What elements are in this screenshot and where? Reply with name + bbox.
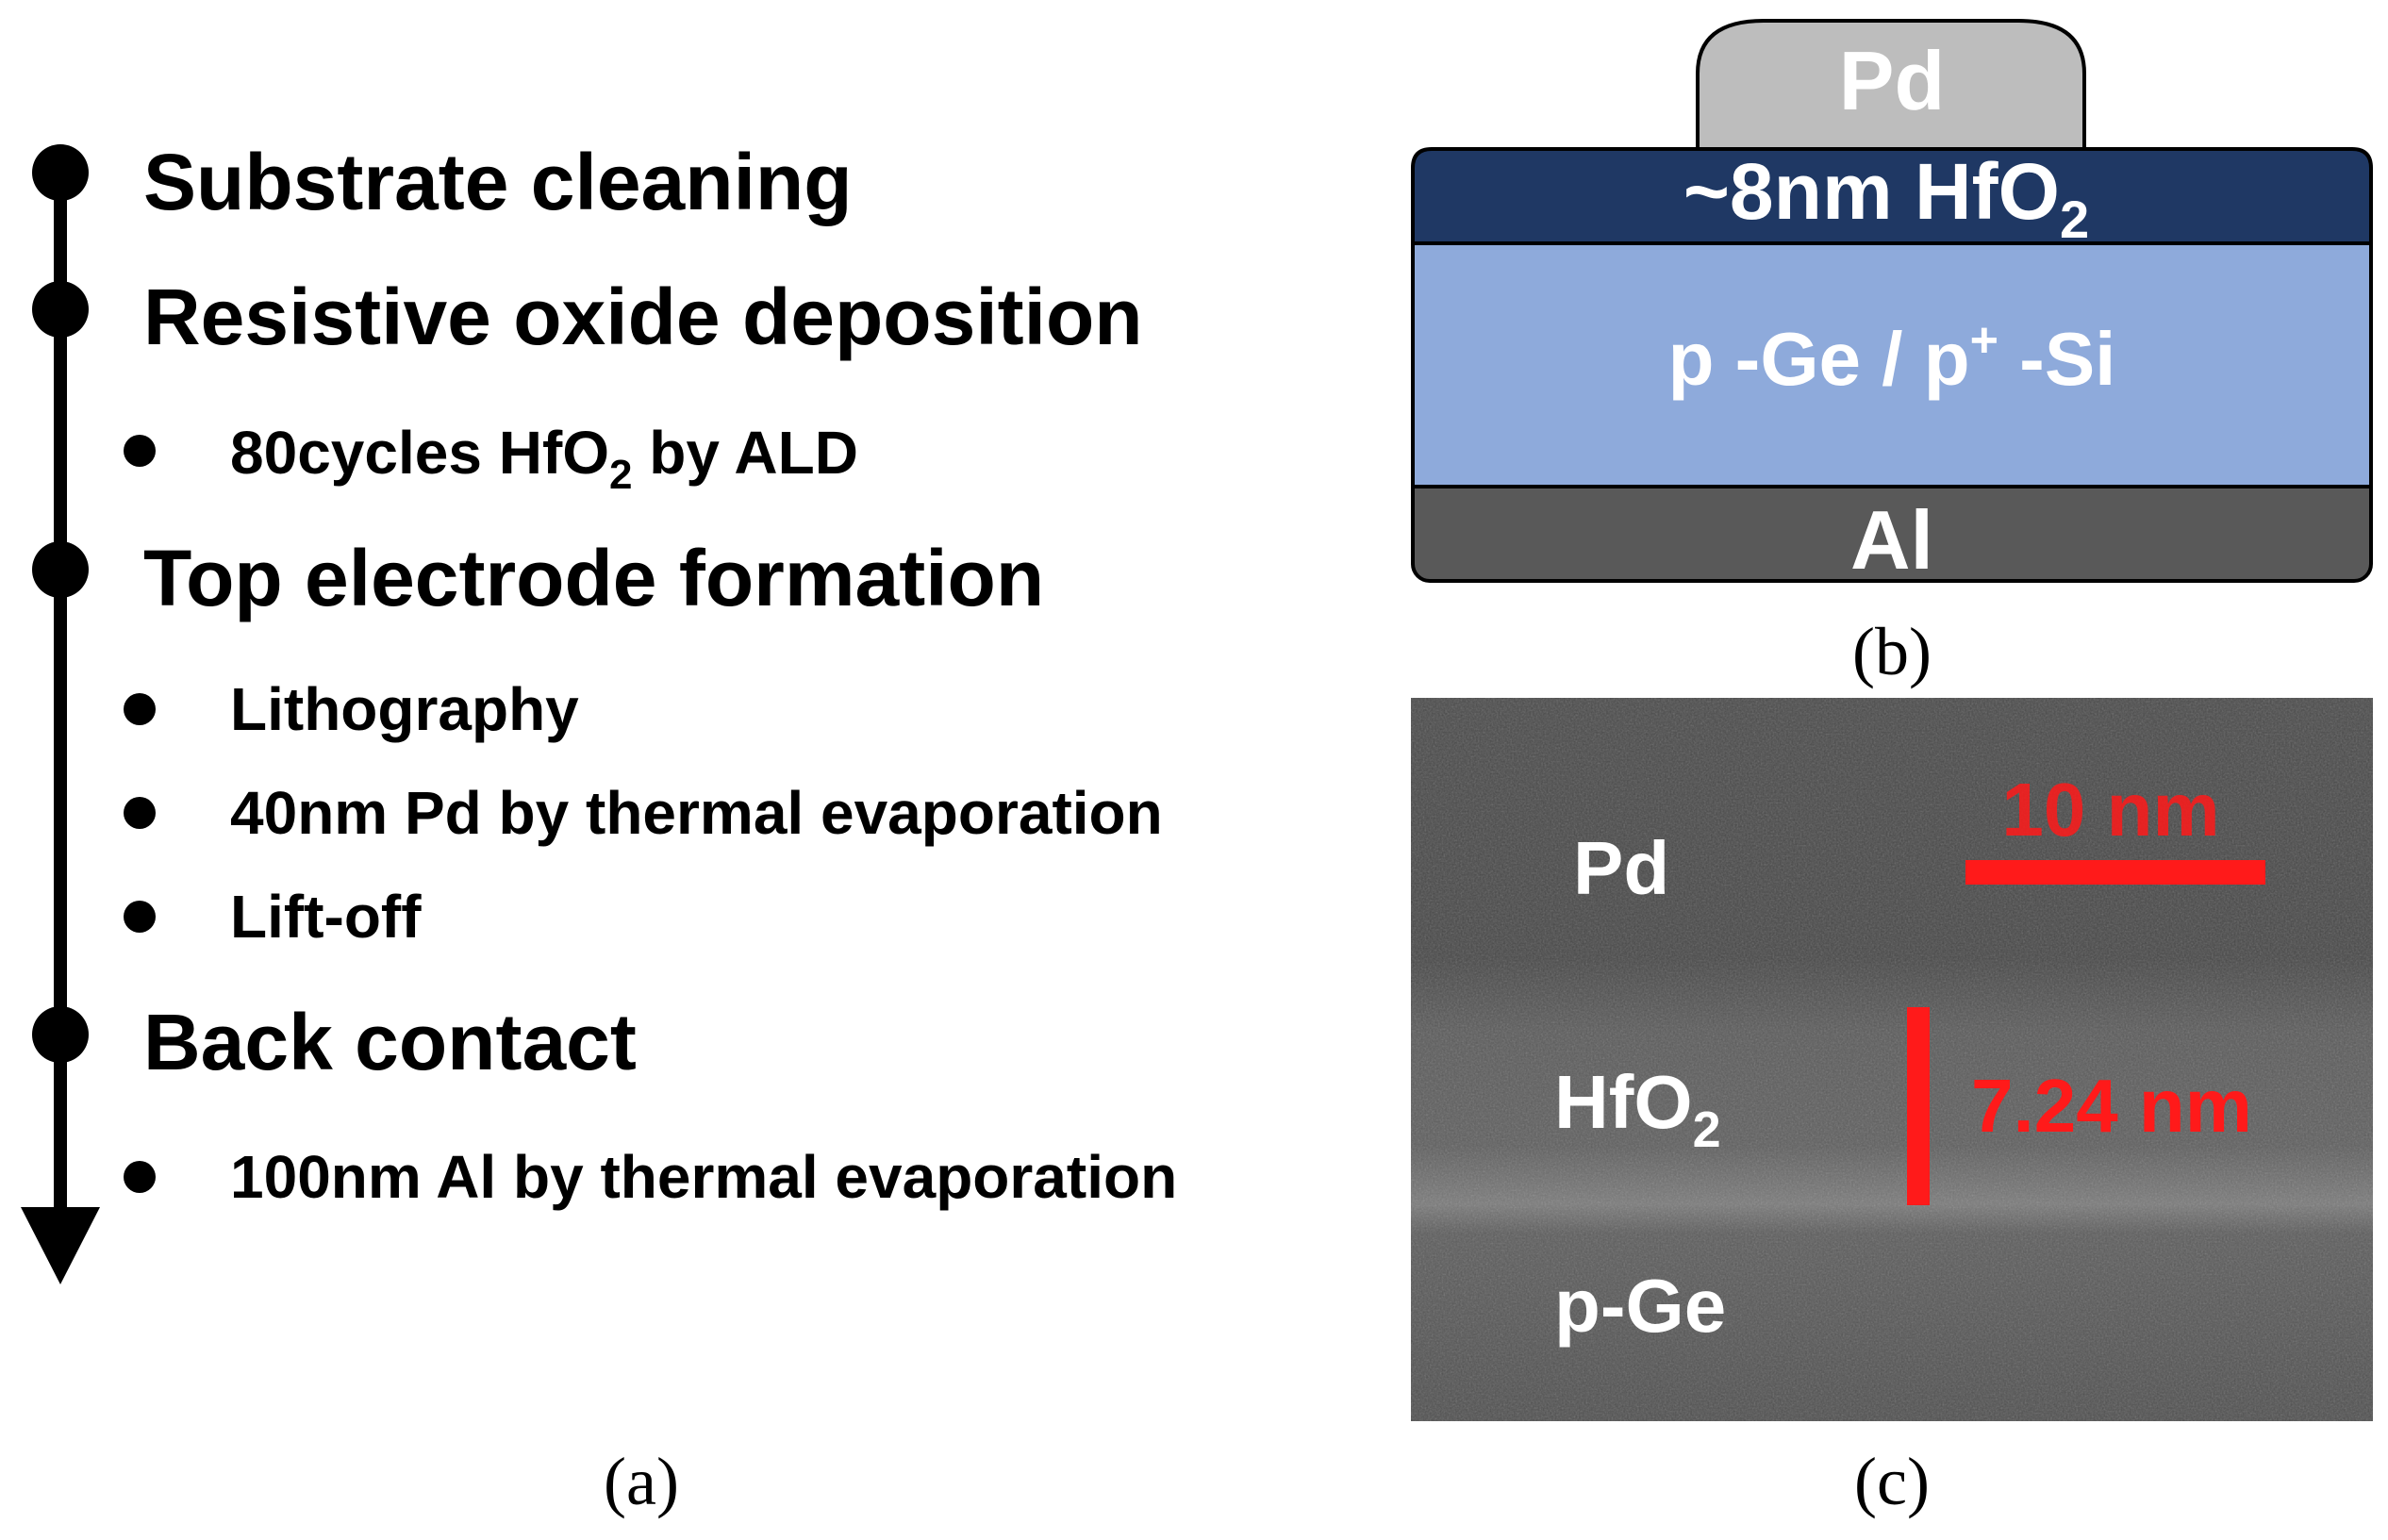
pd-label: Pd: [1839, 34, 1945, 127]
panel-b-caption: (b): [1852, 614, 1932, 689]
sub-step: 40nm Pd by thermal evaporation: [230, 779, 1163, 847]
al-label: Al: [1850, 493, 1933, 587]
panel-c-tem-image: Pd HfO2 p-Ge 10 nm 7.24 nm (c): [1411, 698, 2373, 1519]
step-title: Top electrode formation: [143, 534, 1044, 622]
sub-bullet: [124, 1161, 156, 1193]
timeline-arrowhead: [21, 1207, 100, 1284]
sub-step: Lithography: [230, 675, 579, 743]
sub-bullet: [124, 901, 156, 933]
scale-bar: [1965, 860, 2265, 885]
thickness-label: 7.24 nm: [1971, 1064, 2252, 1148]
tem-hfo2-label: HfO2: [1554, 1060, 1721, 1158]
panel-a-process-flow: Substrate cleaning Resistive oxide depos…: [21, 138, 1177, 1519]
sub-bullet: [124, 435, 156, 467]
hfo2-oxide-layer: [1411, 147, 2373, 245]
sub-bullet: [124, 693, 156, 725]
step-title: Substrate cleaning: [143, 138, 853, 226]
tem-texture: [1411, 698, 2373, 1421]
sub-step: 80cycles HfO2 by ALD: [230, 419, 858, 498]
panel-a-caption: (a): [604, 1444, 679, 1519]
scale-bar-label: 10 nm: [2001, 768, 2219, 852]
timeline-line: [54, 170, 67, 1235]
step-title: Resistive oxide deposition: [143, 273, 1143, 361]
step-marker: [32, 144, 89, 201]
sub-bullet: [124, 797, 156, 829]
panel-b-device-schematic: Pd ~8nm HfO2 p -Ge / p+ -Si Al (b): [1411, 19, 2373, 689]
step-marker: [32, 541, 89, 598]
sub-step: Lift-off: [230, 883, 422, 951]
step-title: Back contact: [143, 998, 637, 1086]
panel-c-caption: (c): [1854, 1444, 1930, 1519]
oxide-label: ~8nm HfO2: [1683, 147, 2089, 249]
step-marker: [32, 281, 89, 338]
substrate-label: p -Ge / p+ -Si: [1668, 313, 2116, 401]
tem-pd-label: Pd: [1573, 826, 1669, 910]
sub-step: 100nm Al by thermal evaporation: [230, 1143, 1177, 1211]
pd-top-electrode: [1696, 19, 2086, 151]
substrate-layer: [1411, 241, 2373, 488]
step-marker: [32, 1006, 89, 1063]
thickness-marker: [1907, 1007, 1930, 1205]
tem-ge-label: p-Ge: [1554, 1264, 1726, 1348]
